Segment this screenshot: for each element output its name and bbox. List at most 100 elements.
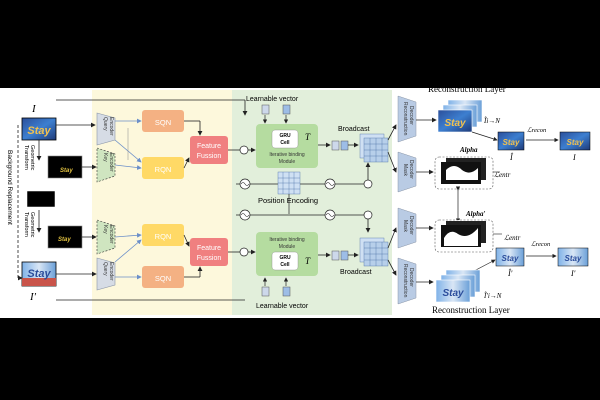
slot-top-1 <box>331 140 340 151</box>
rqn-label-top: RQN <box>155 165 172 174</box>
feature-fusion-top-line1: Feature <box>197 143 221 150</box>
gru-cell-top-line2: Cell <box>280 140 290 146</box>
rqn-label-bottom: RQN <box>155 232 172 241</box>
sqn-label-top: SQN <box>155 118 171 127</box>
loss-recon-bottom: ℒrecon <box>531 241 550 248</box>
mask-decoder-bottom-line2: Decoder <box>408 216 414 235</box>
query-encoder-bottom-line2: Encoder <box>108 262 114 281</box>
add-node-top <box>239 145 249 155</box>
symbol-I-bottom: I′ <box>570 269 576 278</box>
alpha-mask-bottom <box>434 219 494 253</box>
feature-fusion-bottom-line1: Feature <box>197 245 221 252</box>
mask-M <box>24 188 58 210</box>
add-node-pos-top <box>363 179 373 189</box>
alpha-top-label: Alpha <box>459 146 478 154</box>
stay-text-transformed-top: Stay <box>60 168 73 174</box>
stay-text-target-bottom: Stay <box>565 254 582 263</box>
reconstruction-decoder-top: Reconstruction Decoder <box>397 95 417 143</box>
recon-decoder-bottom-line1: Reconstruction <box>402 264 408 298</box>
add-node-bottom <box>239 247 249 257</box>
mask-decoder-bottom-line1: Mask <box>402 220 408 232</box>
binding-module-top-line1: Iterative binding <box>269 152 305 158</box>
broadcast-top-label: Broadcast <box>338 126 370 133</box>
gru-cell-bottom-line1: GRU <box>279 255 291 261</box>
gru-cell-top <box>271 129 299 149</box>
alpha-bottom-label: Alpha′ <box>465 210 486 218</box>
broadcast-grid-bottom <box>359 237 389 267</box>
learnable-vector-top-cell-2 <box>282 104 291 115</box>
stay-text-recon-layer-top: Stay <box>444 118 466 129</box>
symbol-I-hat-bottom: Î′ <box>507 268 513 278</box>
learnable-vector-bottom-cell-1 <box>261 286 270 297</box>
loss-entr-top: ℒentr <box>494 171 511 179</box>
rqn-box-top <box>142 157 184 179</box>
slot-top-2 <box>340 140 349 151</box>
learnable-vector-top-label: Learnable vector <box>246 96 299 103</box>
binding-module-bottom-line1: Iterative binding <box>269 237 305 243</box>
recon-decoder-top-line1: Reconstruction <box>402 102 408 136</box>
query-encoder-top: Query Encoder <box>96 112 116 146</box>
mask-decoder-top-line1: Mask <box>402 164 408 176</box>
slot-bottom-2 <box>340 250 349 261</box>
position-encoding-grid <box>277 171 301 195</box>
gru-cell-top-line1: GRU <box>279 133 291 139</box>
reconstruction-decoder-bottom: Reconstruction Decoder <box>397 257 417 305</box>
recon-decoder-top-line2: Decoder <box>408 106 414 125</box>
geo-transform-bottom-line1: Geometric <box>29 212 35 238</box>
key-encoder-bottom-line1: Key <box>102 225 108 234</box>
symbol-M: M <box>61 194 73 208</box>
transformed-mask-image-top <box>47 155 83 179</box>
query-encoder-top-line1: Query <box>102 117 108 131</box>
loss-entr-bottom: ℒentr <box>504 234 521 242</box>
geo-transform-top-line1: Geometric <box>29 145 35 171</box>
stay-text-reconstructed-bottom: Stay <box>502 254 519 263</box>
query-encoder-bottom-line1: Query <box>102 262 108 276</box>
key-encoder-bottom: Key Encoder <box>96 219 116 255</box>
background-replacement-label: Background Replacement <box>6 150 13 225</box>
broadcast-bottom-label: Broadcast <box>340 269 372 276</box>
feature-fusion-top-line2: Fussion <box>197 153 222 160</box>
rqn-box-bottom <box>142 224 184 246</box>
mask-decoder-bottom: Mask Decoder <box>397 207 417 249</box>
learnable-vector-top-cell-1 <box>261 104 270 115</box>
stay-text-target-top: Stay <box>567 138 584 147</box>
symbol-I: I <box>31 103 37 115</box>
position-encoding-label: Position Encoding <box>258 196 318 205</box>
input-image-bottom: Stay <box>21 261 57 287</box>
reconstructed-image-bottom <box>495 247 525 267</box>
geo-transform-top-line2: Transform <box>23 145 29 170</box>
feature-fusion-bottom <box>190 238 228 266</box>
feature-fusion-top <box>190 136 228 164</box>
key-encoder-top: Key Encoder <box>96 147 116 183</box>
broadcast-grid-top <box>359 133 389 163</box>
mask-decoder-top-line2: Decoder <box>408 160 414 179</box>
key-encoder-top-line2: Encoder <box>108 153 114 172</box>
sqn-label-bottom: SQN <box>155 274 171 283</box>
binding-module-top-line2: Module <box>279 159 296 165</box>
reconstruction-layers-bottom: Stay <box>435 269 481 303</box>
sqn-box-top <box>142 110 184 132</box>
add-node-pos-bottom <box>363 210 373 220</box>
alpha-mask-top <box>434 156 494 190</box>
reconstruction-layers-top: Stay <box>437 99 483 133</box>
feature-fusion-bottom-line2: Fussion <box>197 255 222 262</box>
symbol-I-top: I <box>572 153 576 162</box>
key-encoder-bottom-line2: Encoder <box>108 225 114 244</box>
key-encoder-top-line1: Key <box>102 153 108 162</box>
gru-cell-bottom <box>271 251 299 271</box>
slot-bottom-1 <box>331 250 340 261</box>
mask-decoder-top: Mask Decoder <box>397 151 417 193</box>
learnable-vector-bottom-cell-2 <box>282 286 291 297</box>
loss-rep: ℒrep <box>434 201 449 209</box>
symbol-I-tilde-top: Ĩi→N <box>483 117 500 125</box>
iteration-T-top: T <box>305 132 311 142</box>
symbol-I-hat-top: Î <box>509 152 514 162</box>
geo-transform-bottom-line2: Transform <box>23 212 29 237</box>
iteration-T-bottom: T <box>305 256 311 266</box>
symbol-I-tilde-bottom: Ĩ′i→N <box>483 292 502 300</box>
stay-text-input-top: Stay <box>27 125 51 137</box>
stay-text-reconstructed-top: Stay <box>503 138 520 147</box>
query-encoder-bottom: Query Encoder <box>96 257 116 291</box>
